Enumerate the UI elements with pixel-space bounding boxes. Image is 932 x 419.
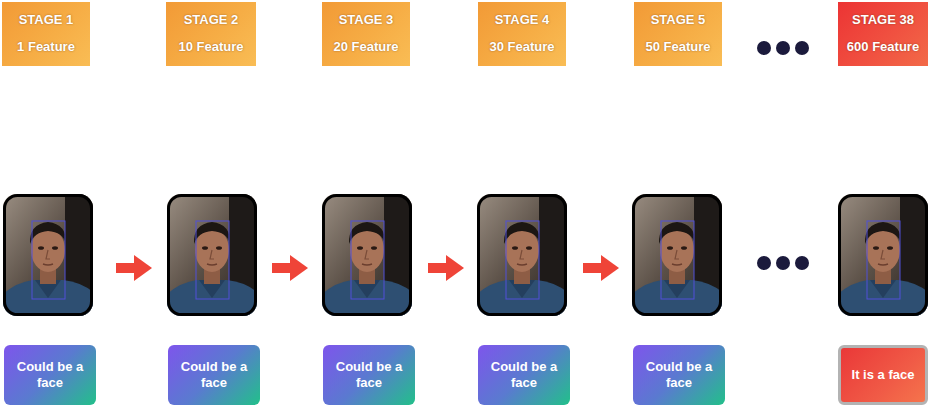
result-label: Could be a face xyxy=(10,359,90,391)
stage-label: STAGE 4 xyxy=(495,12,550,28)
feature-count: 50 Feature xyxy=(645,39,710,55)
stage-box: STAGE 1 1 Feature xyxy=(2,2,90,66)
flow-arrow xyxy=(428,255,464,281)
face-photo xyxy=(167,194,257,316)
result-box: Could be a face xyxy=(323,345,415,405)
flow-arrow xyxy=(583,255,619,281)
feature-count: 10 Feature xyxy=(178,39,243,55)
feature-count: 30 Feature xyxy=(489,39,554,55)
stage-box: STAGE 4 30 Feature xyxy=(478,2,566,66)
stage-box: STAGE 3 20 Feature xyxy=(322,2,410,66)
result-box: Could be a face xyxy=(4,345,96,405)
stage-box: STAGE 2 10 Feature xyxy=(166,2,256,66)
stage-label: STAGE 5 xyxy=(651,12,706,28)
ellipsis-dots xyxy=(757,41,809,55)
face-photo xyxy=(632,194,722,316)
final-result-box: It is a face xyxy=(838,345,928,405)
ellipsis-dots xyxy=(757,256,809,270)
face-photo xyxy=(477,194,567,316)
flow-arrow xyxy=(272,255,308,281)
result-box: Could be a face xyxy=(168,345,260,405)
stage-label: STAGE 1 xyxy=(19,12,74,28)
feature-count: 20 Feature xyxy=(333,39,398,55)
result-label: Could be a face xyxy=(329,359,409,391)
flow-arrow xyxy=(116,255,152,281)
stage-box: STAGE 5 50 Feature xyxy=(634,2,722,66)
face-photo xyxy=(838,194,928,316)
feature-count: 1 Feature xyxy=(17,39,75,55)
result-label: It is a face xyxy=(852,367,915,383)
face-photo xyxy=(3,194,93,316)
result-label: Could be a face xyxy=(484,359,564,391)
feature-count: 600 Feature xyxy=(847,39,919,55)
result-label: Could be a face xyxy=(639,359,719,391)
result-box: Could be a face xyxy=(478,345,570,405)
stage-label: STAGE 2 xyxy=(184,12,239,28)
stage-label: STAGE 38 xyxy=(852,12,914,28)
face-photo xyxy=(322,194,412,316)
result-label: Could be a face xyxy=(174,359,254,391)
stage-label: STAGE 3 xyxy=(339,12,394,28)
final-stage-box: STAGE 38 600 Feature xyxy=(838,2,928,66)
result-box: Could be a face xyxy=(633,345,725,405)
